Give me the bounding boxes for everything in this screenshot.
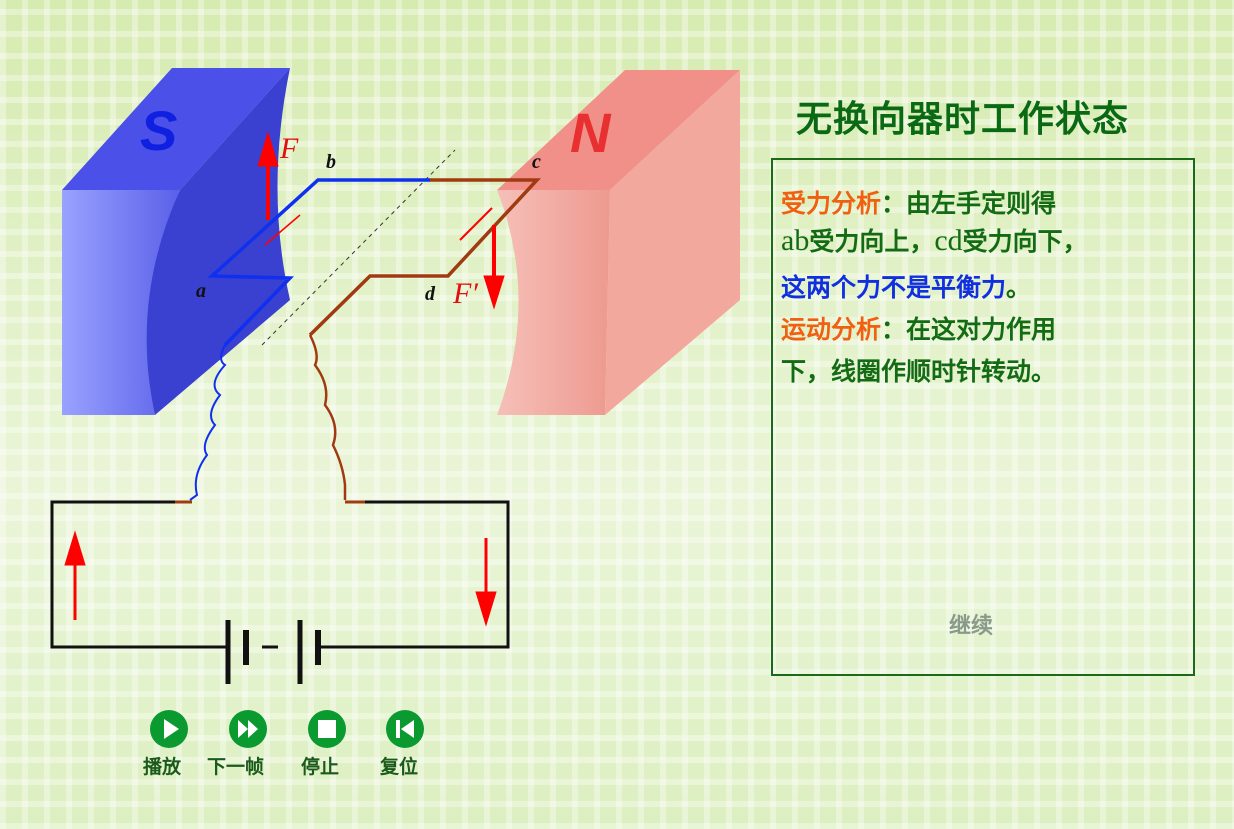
analysis-text: 受力向上， [809, 227, 935, 256]
force-down-arrow-icon [483, 225, 505, 310]
analysis-text: 由左手定则得 [906, 189, 1057, 218]
stop-button[interactable] [308, 710, 346, 748]
south-magnet: S [62, 68, 290, 415]
force-analysis-label: 受力分析 [781, 189, 882, 218]
force-f-prime-label: F′ [452, 277, 478, 310]
stop-icon [318, 720, 336, 738]
cd-label: cd [934, 224, 963, 257]
reset-icon [396, 720, 414, 738]
play-button[interactable] [150, 710, 188, 748]
continue-button[interactable]: 继续 [949, 614, 994, 639]
coil-blue [207, 178, 430, 347]
play-label: 播放 [143, 756, 182, 778]
analysis-text: 受力向下， [962, 227, 1088, 256]
lead-brown [308, 334, 347, 500]
north-label: N [570, 101, 612, 164]
analysis-panel: 受力分析：由左手定则得 ab受力向上，cd受力向下， 这两个力不是平衡力。 运动… [771, 158, 1195, 676]
current-arrow-up-icon [64, 530, 86, 620]
point-d-label: d [425, 283, 436, 305]
coil-brown [308, 178, 542, 337]
analysis-text-highlight: 这两个力不是平衡力 [781, 273, 1007, 302]
analysis-text: 在这对力作用 [906, 315, 1057, 344]
reset-label: 复位 [380, 756, 419, 778]
next-frame-label: 下一帧 [207, 756, 265, 778]
rotation-axis [261, 149, 456, 346]
lead-blue [189, 344, 227, 501]
fast-forward-icon [238, 720, 258, 738]
colon: ： [881, 315, 907, 344]
battery [225, 620, 321, 684]
south-label: S [140, 99, 177, 162]
current-arrow-down-icon [475, 538, 497, 627]
point-b-label: b [326, 151, 336, 173]
north-magnet: N [497, 70, 740, 415]
circuit-wire [50, 500, 510, 649]
force-up-arrow-icon [257, 131, 279, 220]
motion-analysis-label: 运动分析 [781, 315, 882, 344]
period: 。 [1006, 273, 1032, 302]
force-f-label: F [279, 132, 299, 165]
stop-label: 停止 [301, 756, 340, 778]
analysis-text: 下，线圈作顺时针转动。 [781, 357, 1057, 386]
page-title: 无换向器时工作状态 [796, 99, 1130, 140]
colon: ： [881, 189, 907, 218]
reset-button[interactable] [386, 710, 424, 748]
point-a-label: a [196, 280, 206, 302]
next-frame-button[interactable] [229, 710, 267, 748]
point-c-label: c [532, 151, 541, 173]
play-icon [164, 719, 179, 739]
ab-label: ab [781, 224, 810, 257]
